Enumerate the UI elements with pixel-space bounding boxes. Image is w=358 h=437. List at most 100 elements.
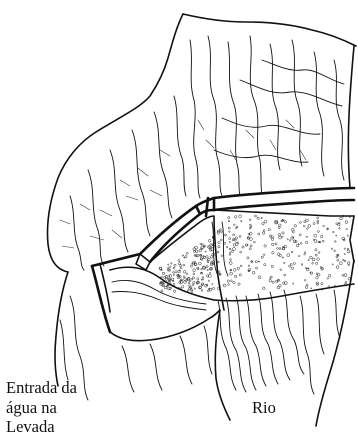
- water-stipple-dot: [344, 260, 346, 262]
- water-stipple-dot: [233, 234, 235, 236]
- water-stipple-dot: [280, 269, 282, 271]
- water-stipple-dot: [331, 248, 332, 249]
- water-stipple-dot: [278, 233, 281, 236]
- water-stipple-dot: [308, 225, 311, 228]
- water-stipple-dot: [173, 267, 175, 269]
- water-stipple-dot: [232, 247, 235, 250]
- water-stipple-dot: [233, 281, 235, 283]
- intake-label-line-1: Entrada da: [6, 378, 77, 398]
- water-stipple-dot: [248, 265, 249, 266]
- water-stipple-dot: [166, 278, 168, 280]
- river-water-stipple: [159, 215, 351, 293]
- water-stipple-dot: [238, 283, 240, 285]
- water-stipple-dot: [290, 263, 292, 265]
- levada-channel-bottom-edge: [214, 200, 354, 210]
- water-stipple-dot: [220, 239, 222, 241]
- water-stipple-dot: [206, 256, 208, 258]
- water-stipple-dot: [195, 250, 198, 253]
- water-stipple-dot: [240, 265, 242, 267]
- water-stipple-dot: [305, 286, 308, 289]
- water-stipple-dot: [234, 224, 236, 226]
- water-stipple-dot: [317, 217, 319, 219]
- water-stipple-dot: [270, 276, 272, 278]
- water-stipple-dot: [198, 262, 201, 265]
- water-stipple-dot: [230, 252, 231, 253]
- water-stipple-dot: [190, 265, 192, 267]
- water-stipple-dot: [298, 244, 299, 245]
- water-stipple-dot: [284, 221, 286, 223]
- water-stipple-dot: [277, 286, 280, 289]
- water-stipple-dot: [291, 267, 293, 269]
- water-stipple-dot: [231, 280, 233, 282]
- water-stipple-dot: [186, 273, 188, 275]
- water-stipple-dot: [229, 238, 231, 240]
- river-label: Rio: [252, 398, 276, 418]
- water-stipple-dot: [271, 243, 274, 246]
- water-stipple-dot: [207, 261, 209, 263]
- water-stipple-dot: [173, 272, 175, 274]
- water-stipple-dot: [268, 228, 270, 230]
- water-stipple-dot: [337, 259, 339, 261]
- water-stipple-dot: [311, 288, 312, 289]
- water-stipple-dot: [327, 278, 328, 279]
- water-stipple-dot: [218, 261, 219, 262]
- water-stipple-dot: [202, 266, 205, 269]
- water-stipple-dot: [323, 225, 324, 226]
- water-stipple-dot: [217, 231, 220, 234]
- water-stipple-dot: [272, 281, 274, 283]
- water-stipple-dot: [181, 286, 183, 288]
- water-stipple-dot: [161, 276, 163, 278]
- water-stipple-dot: [241, 220, 243, 222]
- intake-label-line-3: Levada: [6, 417, 77, 437]
- water-stipple-dot: [206, 266, 208, 268]
- water-stipple-dot: [194, 254, 195, 255]
- water-stipple-dot: [240, 251, 242, 253]
- water-stipple-dot: [229, 241, 230, 242]
- water-stipple-dot: [287, 239, 288, 240]
- water-stipple-dot: [344, 253, 345, 254]
- water-stipple-dot: [229, 231, 230, 232]
- intake-label-line-2: água na: [6, 398, 77, 418]
- water-stipple-dot: [219, 274, 220, 275]
- water-stipple-dot: [305, 267, 306, 268]
- water-stipple-dot: [224, 242, 226, 244]
- water-stipple-dot: [264, 220, 267, 223]
- water-stipple-dot: [293, 283, 294, 284]
- water-stipple-dot: [230, 259, 232, 261]
- water-stipple-dot: [180, 288, 181, 289]
- water-stipple-dot: [201, 273, 202, 274]
- water-stipple-dot: [258, 276, 261, 279]
- water-stipple-dot: [229, 262, 232, 265]
- water-stipple-dot: [279, 248, 281, 250]
- water-stipple-dot: [336, 235, 337, 236]
- water-stipple-dot: [303, 225, 305, 227]
- water-stipple-dot: [178, 287, 179, 288]
- water-stipple-dot: [291, 251, 293, 253]
- water-stipple-dot: [239, 215, 242, 218]
- right-bank-step: [350, 216, 354, 262]
- water-stipple-dot: [204, 245, 206, 247]
- water-stipple-dot: [239, 274, 241, 276]
- water-stipple-dot: [201, 290, 203, 292]
- water-stipple-dot: [169, 275, 170, 276]
- water-stipple-dot: [193, 273, 195, 275]
- water-stipple-dot: [173, 274, 174, 275]
- water-stipple-dot: [189, 280, 190, 281]
- water-stipple-dot: [202, 244, 204, 246]
- river-flow-lines: [212, 222, 304, 392]
- water-stipple-dot: [333, 231, 334, 232]
- water-stipple-dot: [247, 257, 249, 259]
- water-stipple-dot: [178, 263, 180, 265]
- water-stipple-dot: [223, 284, 226, 287]
- water-stipple-dot: [310, 256, 313, 259]
- water-stipple-dot: [278, 227, 280, 229]
- water-stipple-dot: [186, 252, 188, 254]
- water-stipple-dot: [349, 216, 350, 217]
- water-stipple-dot: [284, 274, 286, 276]
- water-stipple-dot: [342, 274, 344, 276]
- water-stipple-dot: [304, 279, 306, 281]
- water-stipple-dot: [264, 245, 266, 247]
- water-stipple-dot: [318, 241, 320, 243]
- water-stipple-dot: [317, 220, 319, 222]
- water-stipple-dot: [220, 229, 222, 231]
